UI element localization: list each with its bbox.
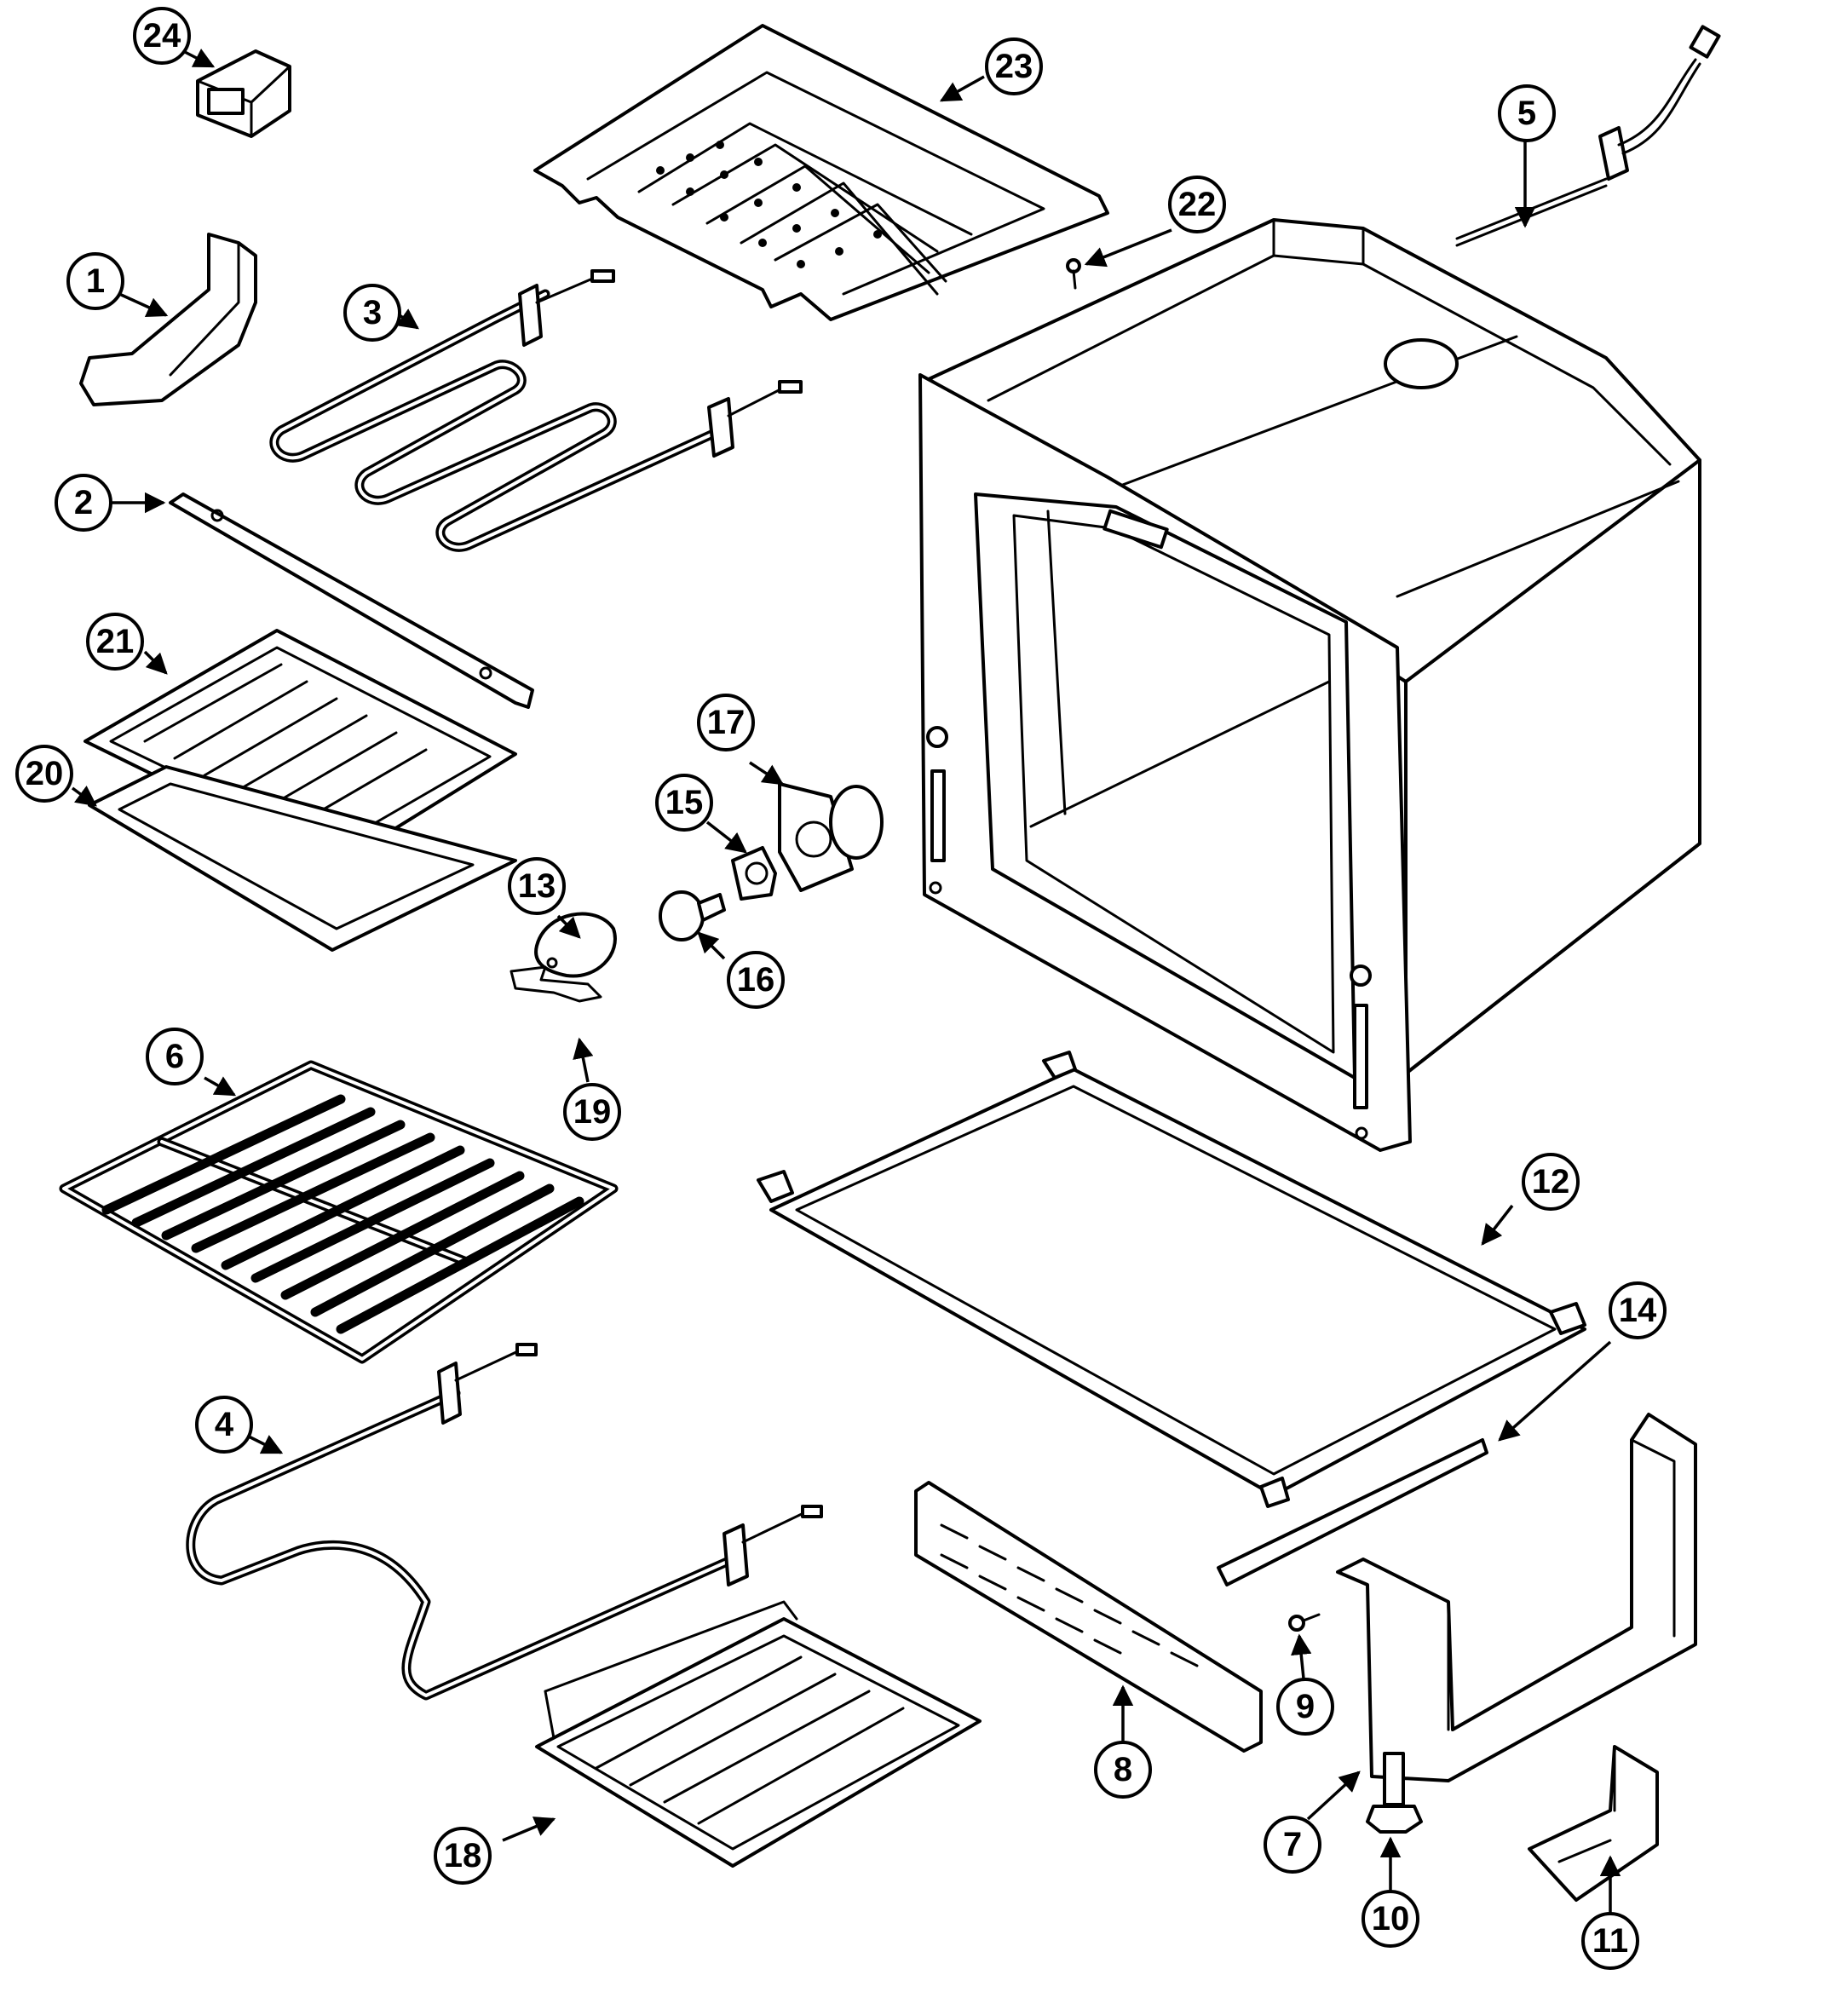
part-16-light-bulb <box>659 890 726 941</box>
svg-text:4: 4 <box>215 1406 234 1443</box>
callout-13: 13 <box>508 857 566 915</box>
callout-18: 18 <box>434 1827 492 1885</box>
part-6-oven-rack <box>59 1060 619 1364</box>
svg-text:3: 3 <box>363 294 382 331</box>
svg-text:6: 6 <box>165 1038 184 1075</box>
svg-text:22: 22 <box>1178 186 1217 223</box>
svg-text:12: 12 <box>1532 1163 1570 1201</box>
callout-15: 15 <box>655 774 713 832</box>
callout-11: 11 <box>1581 1912 1639 1970</box>
part-9-screw <box>1288 1613 1321 1632</box>
leader-lines <box>71 49 1621 1913</box>
svg-text:23: 23 <box>995 48 1033 85</box>
callout-21: 21 <box>86 613 144 671</box>
svg-text:2: 2 <box>74 484 93 521</box>
part-23-top-baffle <box>533 24 1109 321</box>
part-15-light-socket <box>731 846 777 901</box>
callout-12: 12 <box>1522 1153 1580 1211</box>
callout-17: 17 <box>697 694 755 751</box>
callout-20: 20 <box>15 745 73 803</box>
callout-3: 3 <box>343 284 401 342</box>
callout-23: 23 <box>985 37 1043 95</box>
part-18-roasting-rack <box>535 1600 982 1868</box>
svg-text:18: 18 <box>444 1837 482 1874</box>
callout-10: 10 <box>1362 1890 1419 1948</box>
callout-7: 7 <box>1264 1816 1321 1874</box>
part-2-strip <box>169 492 534 709</box>
svg-text:10: 10 <box>1372 1900 1410 1938</box>
part-12-oven-bottom <box>757 1051 1586 1508</box>
svg-text:8: 8 <box>1114 1751 1132 1788</box>
svg-text:7: 7 <box>1283 1826 1302 1863</box>
callout-14: 14 <box>1609 1281 1667 1339</box>
callout-5: 5 <box>1498 84 1556 142</box>
part-22-screw <box>1066 258 1081 290</box>
part-19-clip <box>509 965 602 1003</box>
svg-text:5: 5 <box>1517 95 1536 132</box>
callout-9: 9 <box>1276 1678 1334 1736</box>
callout-8: 8 <box>1094 1741 1152 1799</box>
part-1-bracket <box>79 233 257 406</box>
svg-text:17: 17 <box>707 704 746 741</box>
svg-text:16: 16 <box>737 961 775 999</box>
svg-text:1: 1 <box>86 262 105 300</box>
svg-text:14: 14 <box>1619 1292 1657 1329</box>
callout-1: 1 <box>66 252 124 310</box>
part-3-broil-element <box>269 269 803 552</box>
part-17-light-housing <box>778 782 884 892</box>
part-8-panel <box>914 1481 1263 1753</box>
callout-24: 24 <box>133 7 191 65</box>
part-20-broil-pan <box>88 765 517 952</box>
svg-text:24: 24 <box>143 17 181 55</box>
part-4-bake-element <box>186 1343 823 1701</box>
callout-19: 19 <box>563 1083 621 1141</box>
svg-text:15: 15 <box>665 784 704 821</box>
part-14-rail <box>1217 1438 1488 1586</box>
svg-text:20: 20 <box>26 755 64 792</box>
svg-text:19: 19 <box>573 1093 612 1131</box>
svg-text:13: 13 <box>518 867 556 905</box>
svg-text:21: 21 <box>96 623 135 660</box>
part-11-anti-tip-bracket <box>1528 1745 1659 1902</box>
callout-2: 2 <box>55 474 112 532</box>
part-10-leveling-leg <box>1366 1752 1423 1834</box>
part-5-temperature-sensor <box>1455 25 1721 247</box>
part-7-side-frame <box>1336 1413 1697 1782</box>
part-13-lens-cover <box>534 912 617 978</box>
svg-text:11: 11 <box>1592 1922 1628 1960</box>
callout-6: 6 <box>146 1028 204 1085</box>
callout-22: 22 <box>1168 176 1226 233</box>
svg-text:9: 9 <box>1296 1688 1315 1725</box>
callout-4: 4 <box>195 1396 253 1454</box>
callout-16: 16 <box>727 951 785 1009</box>
oven-cavity <box>918 218 1701 1152</box>
part-24-terminal-block <box>196 49 291 138</box>
